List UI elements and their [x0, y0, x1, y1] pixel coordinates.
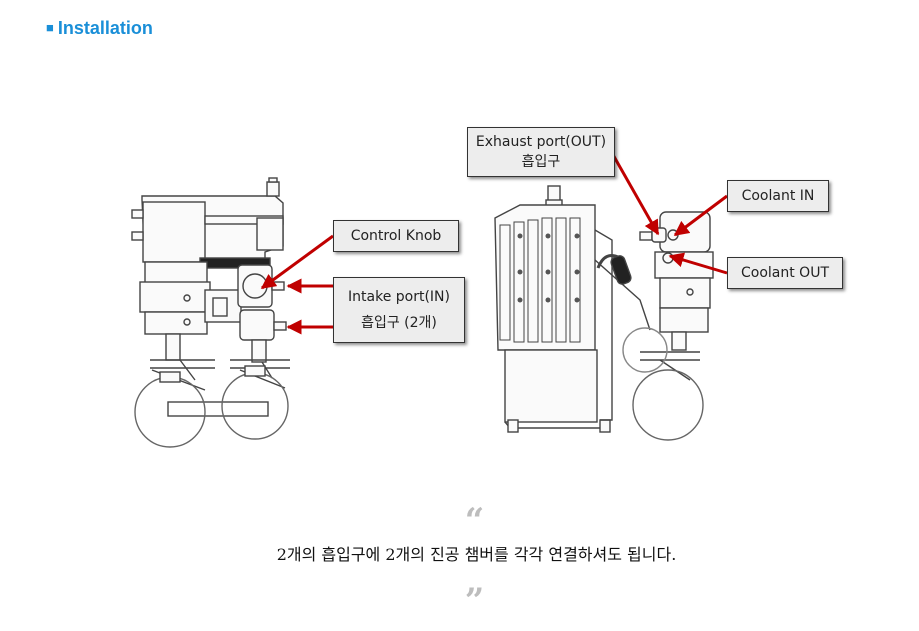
caption-text: 2개의 흡입구에 2개의 진공 챔버를 각각 연결하셔도 됩니다. — [276, 545, 677, 564]
intake-port-korean-text: 흡입구 (2개) — [361, 315, 437, 331]
exhaust-port-korean-text: 흡입구 — [521, 154, 561, 170]
close-quote-icon: ” — [464, 581, 485, 621]
section-title-text: Installation — [57, 18, 153, 38]
arrow-exhaust-port — [610, 152, 660, 236]
section-title: ■Installation — [46, 18, 153, 39]
label-coolant-out: Coolant OUT — [727, 257, 843, 289]
arrow-coolant-out — [668, 252, 728, 275]
coolant-out-text: Coolant OUT — [740, 265, 829, 281]
open-quote-icon: “ — [464, 501, 485, 541]
label-coolant-in: Coolant IN — [727, 180, 829, 212]
exhaust-port-text: Exhaust port(OUT) — [475, 134, 607, 150]
callout-arrows — [260, 152, 728, 335]
arrow-coolant-in — [673, 194, 728, 237]
control-knob-text: Control Knob — [350, 228, 442, 244]
square-bullet-icon: ■ — [46, 20, 54, 35]
arrow-control-knob — [260, 234, 334, 290]
side-view-pump — [494, 185, 714, 441]
intake-port-text: Intake port(IN) — [348, 289, 450, 305]
label-intake-port: Intake port(IN) 흡입구 (2개) — [333, 277, 465, 343]
label-exhaust-port: Exhaust port(OUT) 흡입구 — [467, 127, 615, 177]
label-control-knob: Control Knob — [333, 220, 459, 252]
front-view-pump — [131, 177, 290, 448]
coolant-in-text: Coolant IN — [741, 188, 815, 204]
